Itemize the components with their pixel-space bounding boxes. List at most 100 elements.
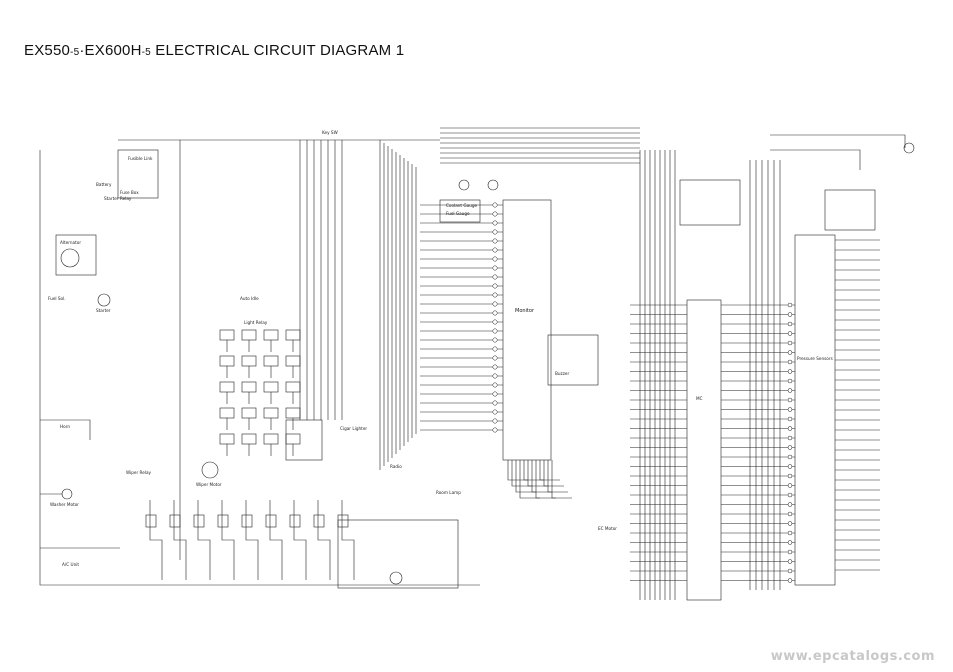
connector-pin (787, 445, 793, 450)
relay-symbol (241, 329, 257, 341)
connector-pin (787, 511, 793, 517)
component-boxes (55, 149, 876, 601)
connector-pin (787, 416, 793, 422)
connector-pin (787, 407, 793, 412)
connector-pin (492, 247, 498, 253)
relay-symbol (193, 514, 205, 528)
connector-pin (787, 340, 793, 346)
connector-pin (787, 559, 793, 564)
label-radio: Radio (390, 464, 402, 469)
relay-symbol (285, 355, 301, 367)
monitor-box (502, 199, 552, 461)
watermark: www.epcatalogs.com (770, 649, 935, 664)
connector-pin (492, 310, 498, 316)
connector-pin (787, 388, 793, 393)
connector-pin (492, 319, 498, 325)
connector-pin (492, 409, 498, 415)
relay-symbol (219, 407, 235, 419)
connector-pin (787, 359, 793, 365)
wire (197, 500, 211, 580)
component-labels: Monitor Battery Starter Relay Fusible Li… (48, 130, 833, 567)
ac-unit-box (337, 519, 459, 589)
label-light-relay: Light Relay (244, 320, 268, 325)
relay-symbol (263, 407, 279, 419)
wire (523, 460, 544, 481)
relay-symbol (285, 329, 301, 341)
label-battery: Battery (96, 182, 112, 187)
connector-pin (492, 418, 498, 424)
connector-pin (492, 292, 498, 298)
connector-pin (492, 283, 498, 289)
connector-pin (492, 328, 498, 334)
connector-pin (492, 265, 498, 271)
connector-pin (787, 483, 793, 488)
label-fusible-link: Fusible Link (128, 156, 153, 161)
wire (39, 150, 480, 586)
wire (269, 500, 283, 580)
connector-pin (492, 202, 498, 208)
switch-box (547, 334, 599, 386)
connector-pin (492, 238, 498, 244)
wire (551, 460, 572, 499)
wire (539, 460, 560, 481)
wire (770, 149, 861, 170)
connector-pin (787, 435, 793, 441)
label-washer-motor: Washer Motor (50, 502, 79, 507)
wire (515, 460, 536, 493)
connector-pin (787, 378, 793, 384)
relay-symbol (219, 381, 235, 393)
relay-symbol (241, 514, 253, 528)
wire (511, 460, 532, 487)
wire (293, 500, 307, 580)
connector-pin (787, 302, 793, 308)
connector-pin (492, 220, 498, 226)
relay-symbol (241, 381, 257, 393)
controller-box-top (679, 179, 741, 226)
wire (519, 460, 540, 499)
wire (531, 460, 552, 493)
connector-pin (787, 397, 793, 403)
gauge-box (439, 199, 481, 223)
connector-pin (492, 355, 498, 361)
label-coolant-gauge: Coolant Gauge (446, 203, 478, 208)
wire (149, 500, 163, 580)
connector-pin (787, 578, 793, 583)
washer-box (285, 419, 323, 461)
wire (527, 460, 548, 487)
relay-box-right (824, 189, 876, 231)
label-auto-idle: Auto Idle (240, 296, 259, 301)
connector-pin (787, 521, 793, 526)
connector-pin (787, 530, 793, 536)
label-pressure-sensors: Pressure Sensors (797, 356, 833, 361)
wire (341, 500, 355, 580)
label-key-sw: Key SW (322, 130, 338, 135)
label-alternator: Alternator (60, 240, 81, 245)
relay-symbol (219, 329, 235, 341)
label-room-lamp: Room Lamp (436, 490, 461, 495)
connector-pin (787, 492, 793, 498)
wiper-motor-symbol (201, 461, 219, 479)
connector-pin (492, 364, 498, 370)
connector-pin (492, 229, 498, 235)
relay-symbol (285, 407, 301, 419)
wire (173, 500, 187, 580)
connector-pin (787, 350, 793, 355)
washer-motor-symbol (61, 488, 73, 500)
connector-pin (492, 211, 498, 217)
connector-pin (787, 473, 793, 479)
alternator-box (55, 234, 97, 276)
connector-pin (787, 426, 793, 431)
relay-symbol (241, 407, 257, 419)
relay-symbol (289, 514, 301, 528)
wire (507, 460, 528, 481)
label-monitor: Monitor (515, 308, 535, 314)
monitor-connectors (492, 202, 793, 583)
relay-symbol (263, 355, 279, 367)
connector-pin (492, 346, 498, 352)
wire (535, 460, 556, 499)
label-starter-relay: Starter Relay (104, 196, 132, 201)
connector-pin (787, 369, 793, 374)
connector-pin (787, 321, 793, 327)
connector-pin (492, 274, 498, 280)
